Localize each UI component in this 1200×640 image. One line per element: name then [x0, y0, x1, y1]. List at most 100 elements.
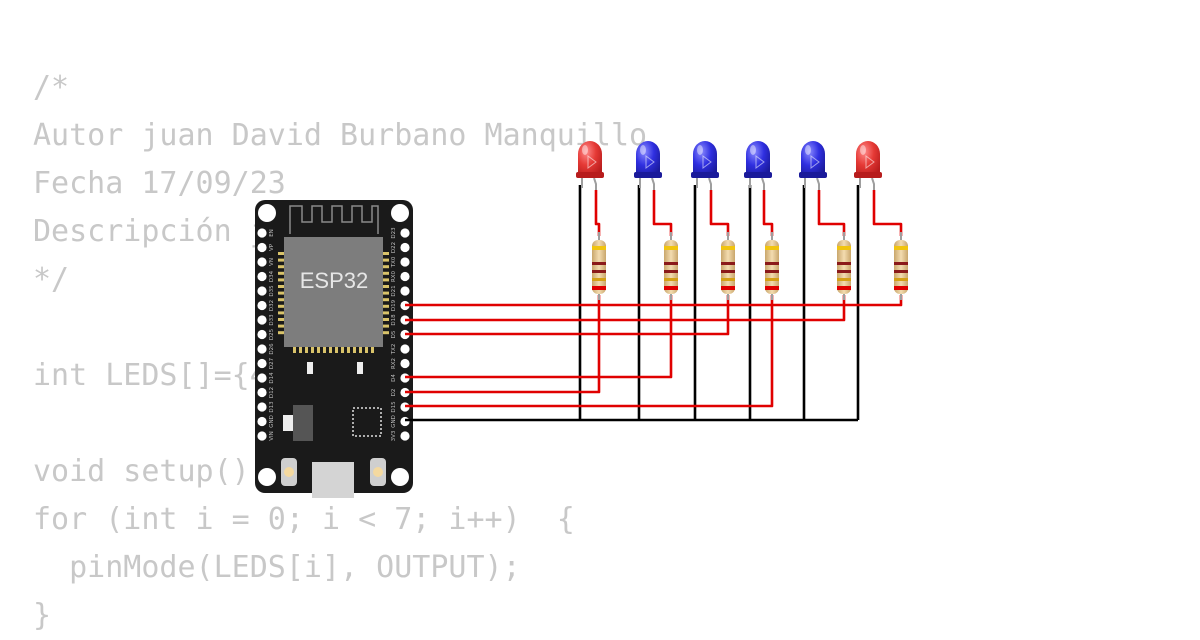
en-button	[370, 458, 386, 486]
pin-hole	[257, 300, 267, 311]
led-rim	[744, 172, 772, 178]
chip-pad	[383, 298, 389, 302]
led-rim	[634, 172, 662, 178]
chip-pad	[371, 347, 374, 353]
resistor	[721, 232, 735, 300]
led-highlight	[697, 145, 703, 155]
resistor-band	[765, 262, 779, 265]
pin-hole	[257, 416, 267, 427]
chip-pad	[335, 347, 338, 353]
pin-label: D27	[269, 357, 275, 369]
pin-label: TX2	[391, 344, 397, 356]
pin-label: D26	[269, 343, 275, 355]
pin-label: GND	[269, 415, 275, 428]
resistor	[592, 232, 606, 300]
chip-pad	[383, 304, 389, 308]
led-rim	[854, 172, 882, 178]
signal-wire	[405, 295, 730, 336]
pin-label: D33	[269, 314, 275, 326]
code-line: Fecha 17/09/23	[33, 166, 286, 201]
led-blue	[799, 141, 827, 190]
resistors	[592, 232, 908, 300]
chip-pad	[365, 347, 368, 353]
signal-wire	[405, 295, 774, 408]
wires	[405, 185, 903, 422]
pin-hole	[257, 373, 267, 383]
resistor-band	[664, 262, 678, 265]
chip-pad	[278, 298, 284, 302]
pin-label: RX0	[391, 270, 397, 282]
pin-label: D2	[391, 389, 397, 397]
pin-hole	[257, 358, 267, 369]
resistor-band	[894, 286, 908, 290]
pin-label: 3V3	[391, 430, 397, 441]
chip-pad	[383, 331, 389, 335]
pin-label: D4	[391, 374, 397, 382]
pin-hole	[400, 358, 410, 369]
signal-wire	[652, 190, 673, 236]
chip-pad	[383, 278, 389, 282]
pin-header-left	[257, 228, 267, 441]
resistor-band	[765, 270, 779, 273]
led-body	[636, 141, 660, 176]
chip-pad	[383, 318, 389, 321]
smd-component	[357, 362, 363, 374]
pin-hole	[257, 431, 267, 441]
resistor-band	[592, 246, 606, 250]
esp32-board: ESP32 ENVPVND34D35D32D33D25D26D27D14D12D…	[255, 200, 413, 498]
resistor-band	[664, 278, 678, 281]
led-leg	[708, 177, 712, 190]
led-die	[645, 155, 655, 169]
chip-pad	[359, 347, 362, 353]
pin-hole	[400, 286, 410, 296]
pin-hole	[400, 271, 410, 282]
voltage-regulator	[293, 405, 313, 441]
resistor-band	[592, 270, 606, 273]
led-red	[576, 141, 604, 190]
chip-pad	[323, 347, 326, 353]
led-highlight	[860, 145, 866, 155]
pin-label: D5	[391, 330, 397, 338]
resistor-band	[837, 246, 851, 250]
code-line: }	[33, 598, 52, 633]
led-highlight	[805, 145, 811, 155]
signal-wire	[872, 190, 903, 236]
pin-label: D35	[269, 285, 275, 297]
pin-label: D22	[391, 242, 397, 253]
chip-pad	[383, 252, 389, 255]
pin-label: D13	[269, 401, 275, 413]
resistor-band	[894, 246, 908, 250]
pin-hole	[400, 431, 410, 441]
pin-hole	[257, 228, 267, 238]
chip-pad	[278, 331, 284, 335]
chip-pad	[353, 347, 356, 353]
pin-labels: ENVPVND34D35D32D33D25D26D27D14D12D13GNDV…	[269, 227, 397, 442]
led-die	[702, 155, 712, 169]
led-blue	[634, 141, 662, 190]
led-body	[801, 141, 825, 176]
chip-pad	[278, 311, 284, 315]
chip-pad	[383, 265, 389, 269]
pin-label: VIN	[269, 431, 275, 441]
resistor-band	[664, 246, 678, 250]
mount-hole	[258, 468, 276, 486]
pin-hole	[257, 329, 267, 340]
led-leg	[761, 177, 765, 190]
usb-port	[312, 462, 354, 498]
mount-hole	[391, 204, 409, 222]
pin-hole	[400, 228, 410, 238]
pin-hole	[400, 257, 410, 267]
signal-wire	[405, 295, 601, 394]
pin-label: D21	[391, 285, 397, 296]
led-highlight	[750, 145, 756, 155]
leds	[576, 141, 882, 190]
mount-hole	[391, 468, 409, 486]
resistor-band	[664, 286, 678, 290]
chip-pad	[383, 311, 389, 315]
resistor-band	[837, 278, 851, 281]
resistor	[837, 232, 851, 300]
chip-pad	[311, 347, 314, 353]
led-rim	[799, 172, 827, 178]
signal-wire	[817, 190, 846, 236]
led-leg	[651, 177, 655, 190]
